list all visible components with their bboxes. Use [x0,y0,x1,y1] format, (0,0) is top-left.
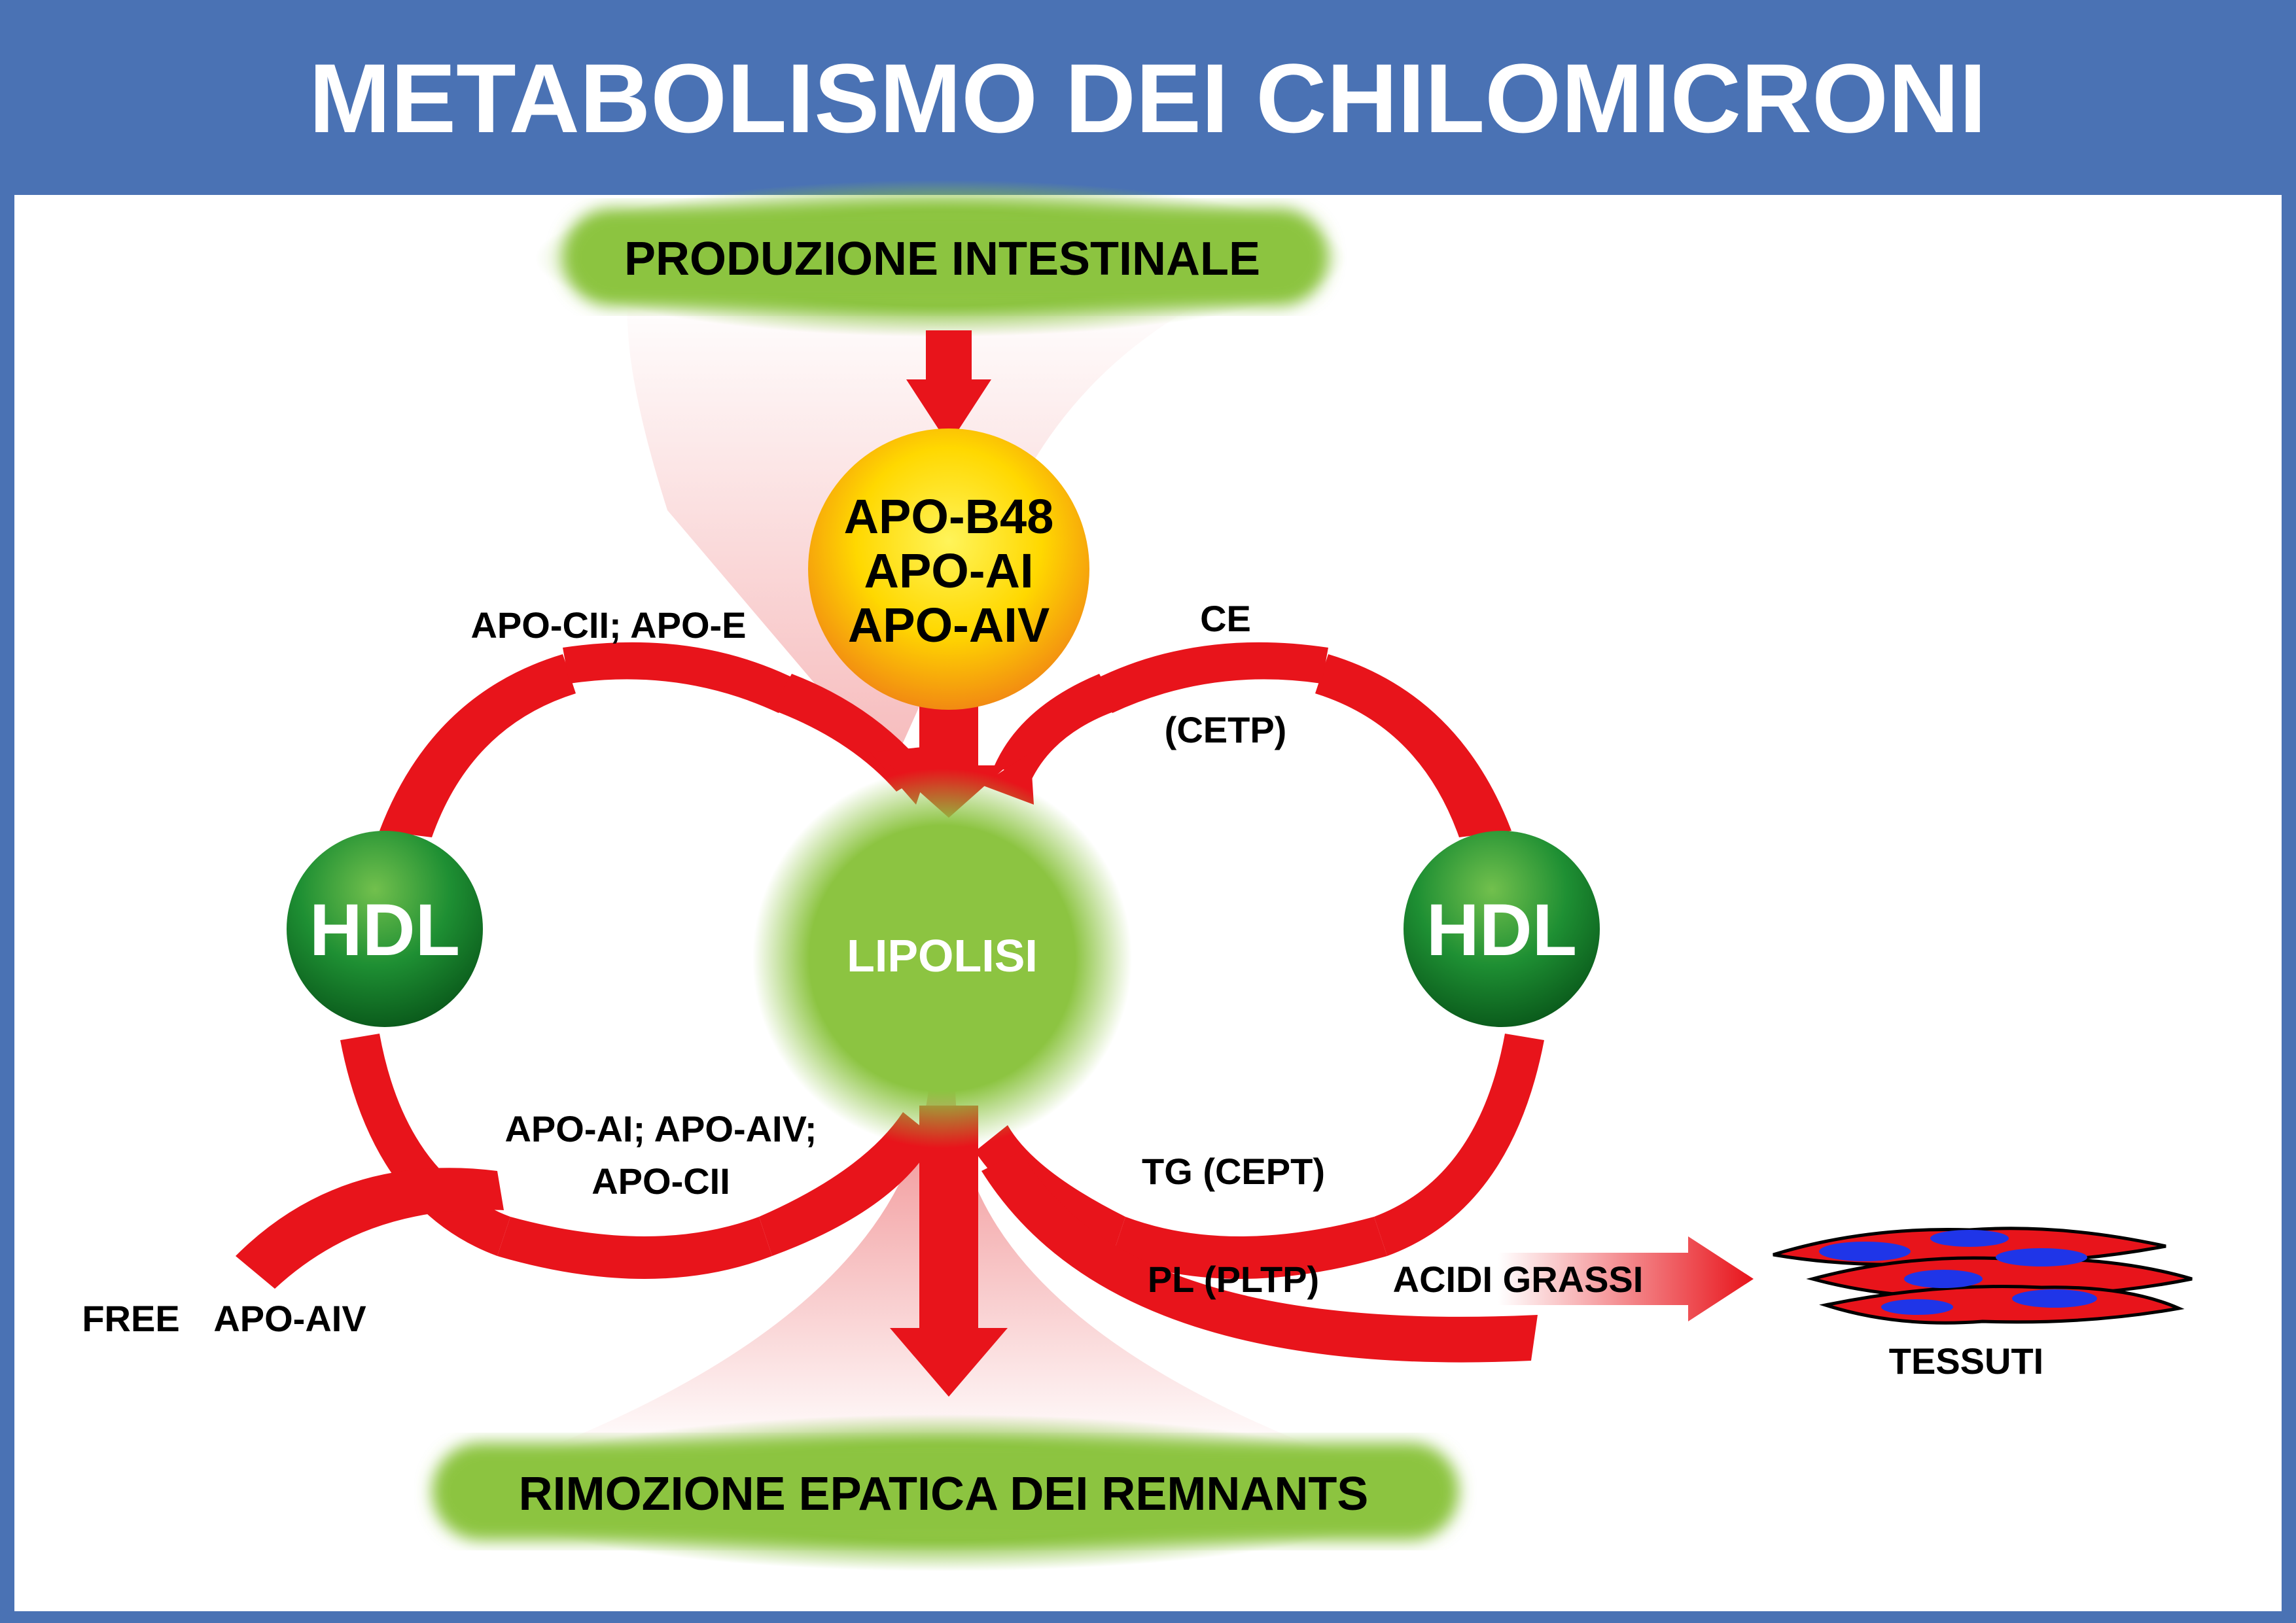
page-title: METABOLISMO DEI CHILOMICRONI [309,43,1987,153]
label-cetp: (CETP) [1165,709,1287,750]
hdl-right-label: HDL [1426,889,1577,971]
label-tg-cept: TG (CEPT) [1142,1151,1325,1192]
hdl-left-circle [287,831,483,1027]
removal-box [432,1442,1459,1541]
hdl-left-label: HDL [309,889,460,971]
lipolysis-label: LIPOLISI [847,930,1038,981]
hdl-right-circle [1404,831,1600,1027]
label-fatty-acids: ACIDI GRASSI [1393,1259,1644,1300]
label-free: FREE [82,1298,179,1339]
tissue-cells [1773,1227,2193,1325]
chylomicron-circle [808,428,1089,710]
arrow-to-free-apo [236,1168,504,1289]
lipolysis-circle [752,769,1132,1148]
label-tissues: TESSUTI [1889,1340,2043,1382]
chylomicron-apo-3: APO-AIV [848,598,1050,652]
arrow-fatty-acids-to-tissues [1498,1236,1754,1321]
label-free-apo-aiv: APO-AIV [213,1298,366,1339]
arrow-lipolysis-to-removal [890,1106,1008,1397]
arrow-production-to-chylomicron [906,330,991,445]
production-box [563,208,1328,306]
label-ce: CE [1200,598,1251,639]
arrow-to-fatty-acids [981,1151,1538,1363]
production-label: PRODUZIONE INTESTINALE [624,233,1260,285]
right-upper-loop [995,642,1511,837]
chylomicron-apo-2: APO-AI [864,544,1034,598]
label-apo-cii-apo-e: APO-CII; APO-E [470,604,746,646]
label-pl-pltp: PL (PLTP) [1148,1259,1319,1300]
label-apo-ai-aiv: APO-AI; APO-AIV; [504,1108,817,1149]
removal-label: RIMOZIONE EPATICA DEI REMNANTS [519,1468,1369,1520]
chylomicron-apo-1: APO-B48 [844,489,1054,544]
label-apo-cii: APO-CII [592,1161,730,1202]
